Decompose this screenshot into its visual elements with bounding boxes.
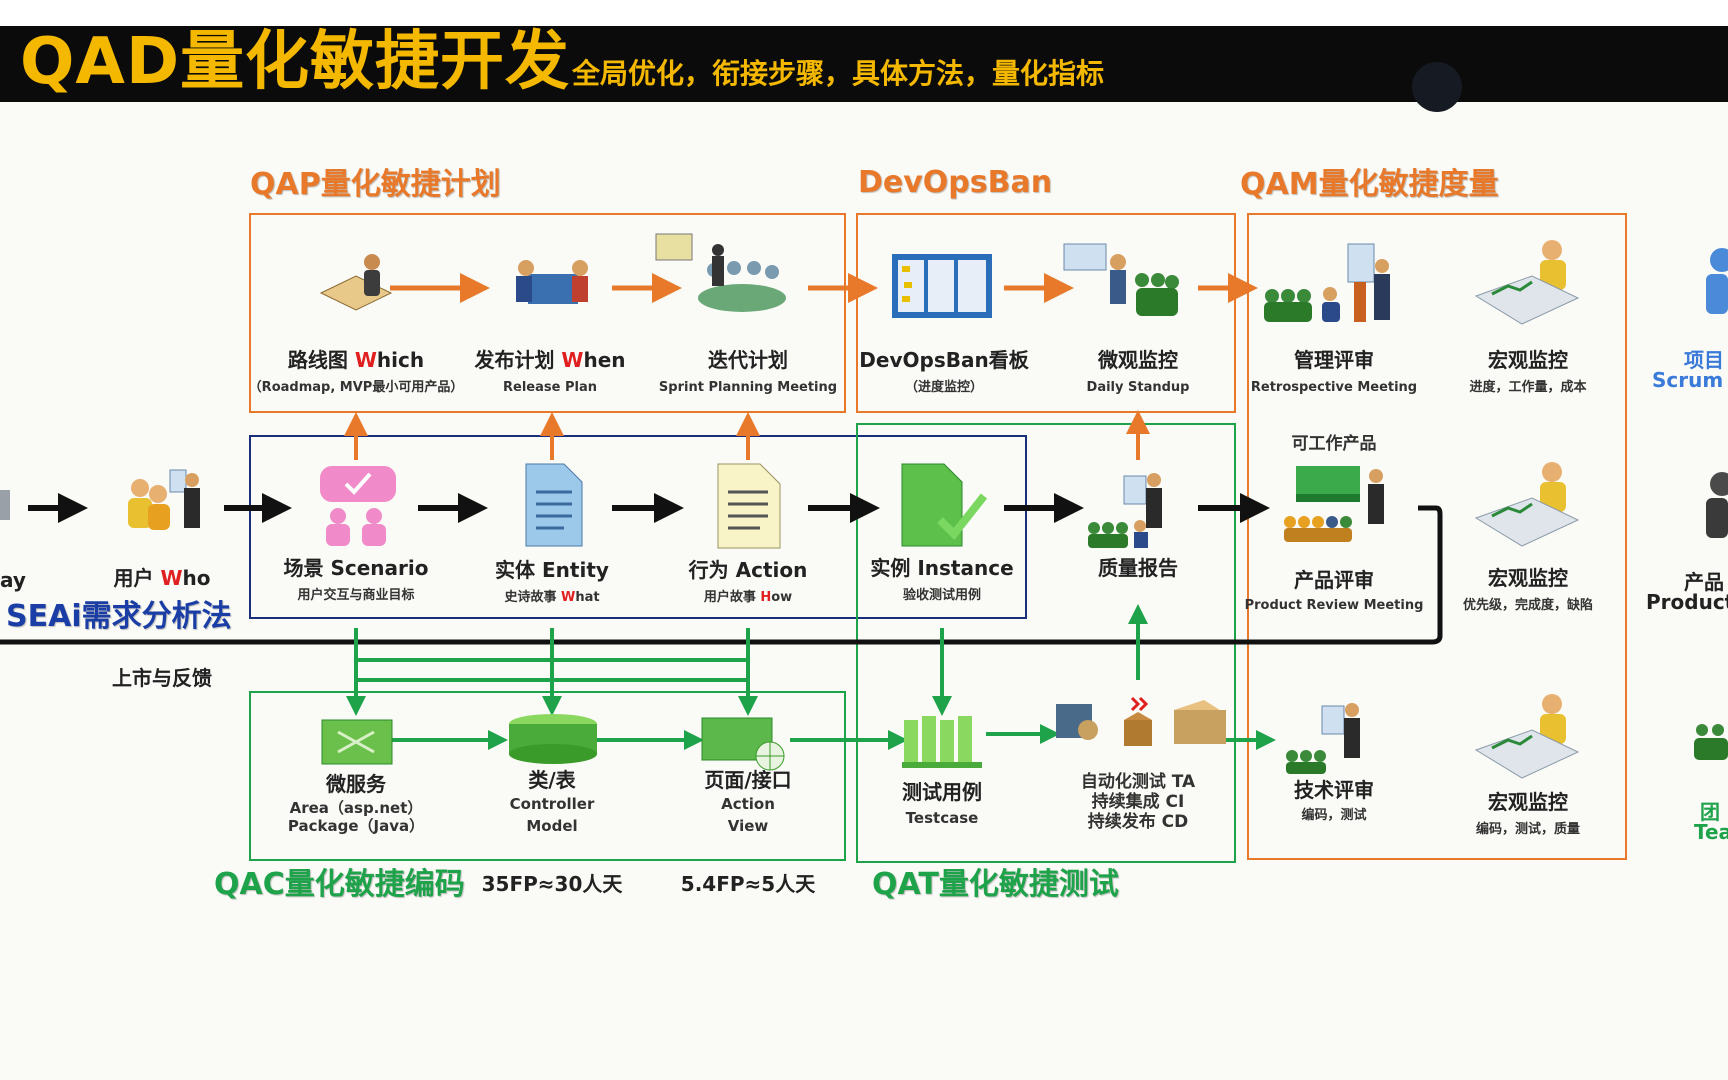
right-edge-label-1a: 项目: [1684, 348, 1724, 372]
roadmap-sub: （Roadmap, MVP最小可用产品）: [248, 380, 464, 395]
kanban-board-sub: （进度监控）: [904, 380, 984, 395]
kanban-board-icon: [892, 254, 992, 318]
action-document-icon: [717, 463, 781, 549]
instance-sub: 验收测试用例: [902, 588, 982, 603]
macro-monitor-sub-1: 进度，工作量，成本: [1469, 380, 1587, 395]
release-plan-icon: [516, 260, 588, 304]
entity-label: 实体 Entity: [495, 558, 609, 582]
qac-frame: [249, 691, 846, 861]
macro-monitor-icon-2: [1474, 462, 1580, 547]
working-product-label: 可工作产品: [1291, 434, 1377, 454]
sprint-planning-icon: [655, 233, 786, 312]
top-strip: [0, 0, 1728, 26]
action-label: 行为 Action: [688, 558, 808, 582]
mgmt-review-label: 管理评审: [1294, 348, 1374, 372]
macro-monitor-icon-1: [1474, 240, 1580, 325]
seai-frame: [249, 435, 1027, 619]
user-label: 用户 Who: [113, 566, 211, 590]
instance-label: 实例 Instance: [870, 556, 1014, 580]
micro-monitor-sub: Daily Standup: [1086, 380, 1190, 395]
entity-sub: 史诗故事 What: [504, 590, 600, 605]
macro-monitor-label-2: 宏观监控: [1488, 566, 1568, 590]
partial-figure-right-3: [1694, 724, 1728, 760]
class-table-icon: [509, 714, 597, 764]
tech-review-icon: [1286, 703, 1360, 774]
banner-circle: [1412, 62, 1462, 112]
micro-service-icon: [321, 719, 393, 765]
action-sub: 用户故事 How: [703, 590, 793, 605]
roadmap-icon: [319, 254, 393, 311]
qat-section-title: QAT量化敏捷测试: [872, 867, 1119, 902]
page-api-sub1: Action: [721, 795, 775, 813]
devops-section-title: DevOpsBan: [858, 165, 1053, 200]
sprint-planning-label: 迭代计划: [708, 348, 788, 372]
quality-report-label: 质量报告: [1098, 556, 1178, 580]
page-subtitle: 全局优化，衔接步骤，具体方法，量化指标: [572, 57, 1105, 90]
qac-section-title: QAC量化敏捷编码: [214, 867, 465, 902]
right-edge-label-3b: Tea: [1694, 820, 1728, 844]
function-points-2: 5.4FP≈5人天: [680, 872, 816, 896]
qap-section-title: QAP量化敏捷计划: [250, 167, 501, 202]
market-feedback-label: 上市与反馈: [112, 666, 212, 690]
micro-service-sub2: Package（Java）: [287, 817, 425, 835]
seai-section-title: SEAi需求分析法: [6, 599, 232, 634]
macro-monitor-sub-3: 编码，测试，质量: [1475, 822, 1581, 837]
class-table-sub2: Model: [526, 817, 578, 835]
scenario-sub: 用户交互与商业目标: [297, 588, 415, 603]
tech-review-label: 技术评审: [1294, 778, 1374, 802]
devops-frame: [856, 213, 1236, 413]
release-plan-sub: Release Plan: [503, 380, 597, 395]
right-edge-label-2a: 产品: [1684, 570, 1724, 594]
sprint-planning-sub: Sprint Planning Meeting: [658, 380, 838, 395]
user-who-icon: [128, 469, 200, 530]
function-points-1: 35FP≈30人天: [481, 872, 623, 896]
macro-monitor-icon-3: [1474, 694, 1580, 779]
page-api-icon: [701, 717, 785, 771]
page-title: QAD量化敏捷开发: [20, 25, 571, 99]
testcase-sub: Testcase: [905, 809, 979, 827]
product-review-label: 产品评审: [1294, 568, 1374, 592]
mgmt-review-sub: Retrospective Meeting: [1250, 380, 1418, 395]
testcase-label: 测试用例: [902, 780, 982, 804]
right-edge-label-3a: 团: [1700, 800, 1720, 824]
quality-report-icon: [1088, 473, 1162, 548]
product-review-sub: Product Review Meeting: [1244, 598, 1424, 613]
left-partial-label: ay: [0, 568, 26, 592]
micro-service-sub1: Area（asp.net）: [289, 799, 423, 817]
macro-monitor-sub-2: 优先级，完成度，缺陷: [1462, 598, 1594, 613]
right-edge-label-1b: Scrum: [1652, 368, 1724, 392]
page-api-sub2: View: [727, 817, 769, 835]
auto-test-line2: 持续集成 CI: [1091, 792, 1185, 812]
testcase-icon: [902, 716, 982, 768]
management-review-icon: [1264, 243, 1390, 322]
auto-test-line3: 持续发布 CD: [1087, 812, 1189, 832]
partial-figure-left: [0, 490, 10, 520]
automation-icon: [1056, 696, 1226, 746]
micro-monitor-label: 微观监控: [1098, 348, 1178, 372]
partial-figure-right-1: [1706, 248, 1728, 314]
roadmap-label: 路线图 Which: [287, 348, 425, 372]
partial-figure-right-2: [1706, 472, 1728, 538]
scenario-label: 场景 Scenario: [283, 556, 429, 580]
kanban-board-label: DevOpsBan看板: [859, 348, 1029, 372]
macro-monitor-label-3: 宏观监控: [1488, 790, 1568, 814]
feedback-loop: [0, 505, 1443, 645]
class-table-sub1: Controller: [509, 795, 595, 813]
qam-frame: [1247, 213, 1627, 860]
instance-document-icon: [901, 463, 988, 547]
qam-section-title: QAM量化敏捷度量: [1240, 167, 1499, 202]
daily-standup-icon: [1063, 243, 1179, 316]
auto-test-line1: 自动化测试 TA: [1080, 772, 1196, 792]
entity-document-icon: [525, 463, 583, 547]
release-plan-label: 发布计划 When: [474, 348, 626, 372]
micro-service-label: 微服务: [326, 772, 386, 796]
macro-monitor-label-1: 宏观监控: [1488, 348, 1568, 372]
product-review-icon: [1284, 466, 1384, 542]
class-table-label: 类/表: [528, 768, 576, 792]
tech-review-sub: 编码，测试: [1301, 808, 1367, 823]
scenario-icon: [320, 466, 396, 546]
right-edge-label-2b: Product: [1646, 590, 1728, 614]
page-api-label: 页面/接口: [704, 768, 792, 792]
